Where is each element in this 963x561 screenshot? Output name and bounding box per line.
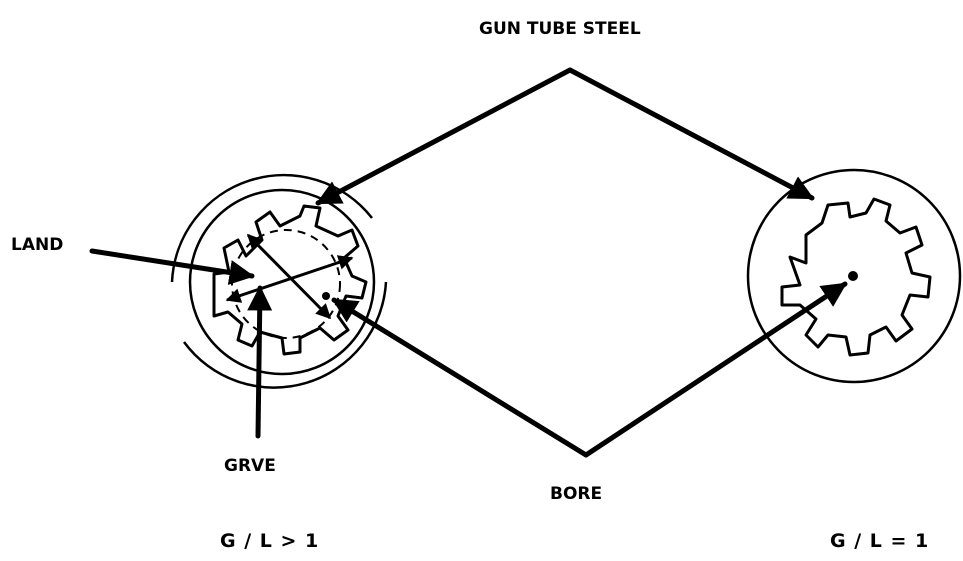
gun-tube-steel-leader-right bbox=[567, 67, 815, 201]
left-bore-dashed-circle bbox=[231, 229, 341, 339]
left-tube-circle bbox=[188, 188, 376, 376]
right-bore-section bbox=[746, 168, 962, 384]
land-label: LAND bbox=[11, 235, 64, 255]
groove-label: GRVE bbox=[224, 456, 276, 476]
gun-tube-steel-label: GUN TUBE STEEL bbox=[479, 19, 641, 39]
bore-leader-left bbox=[331, 297, 589, 458]
right-tube-circle bbox=[746, 168, 962, 384]
left-bore-section bbox=[170, 173, 388, 389]
right-bore-center-dot bbox=[848, 271, 858, 281]
groove-leader bbox=[247, 285, 273, 439]
right-ratio-label: G / L = 1 bbox=[830, 530, 930, 552]
leader-arrows bbox=[89, 67, 848, 458]
left-bore-center-dot bbox=[322, 292, 330, 300]
left-land-diameter-arrow bbox=[246, 233, 332, 320]
bore-label: BORE bbox=[550, 484, 603, 504]
left-ratio-label: G / L > 1 bbox=[220, 530, 320, 552]
gun-tube-steel-leader-left bbox=[315, 67, 573, 206]
bore-leader-right bbox=[583, 281, 848, 458]
left-outer-arc-bottom bbox=[182, 281, 388, 389]
right-rifling-profile bbox=[780, 197, 932, 357]
land-leader bbox=[89, 248, 255, 285]
